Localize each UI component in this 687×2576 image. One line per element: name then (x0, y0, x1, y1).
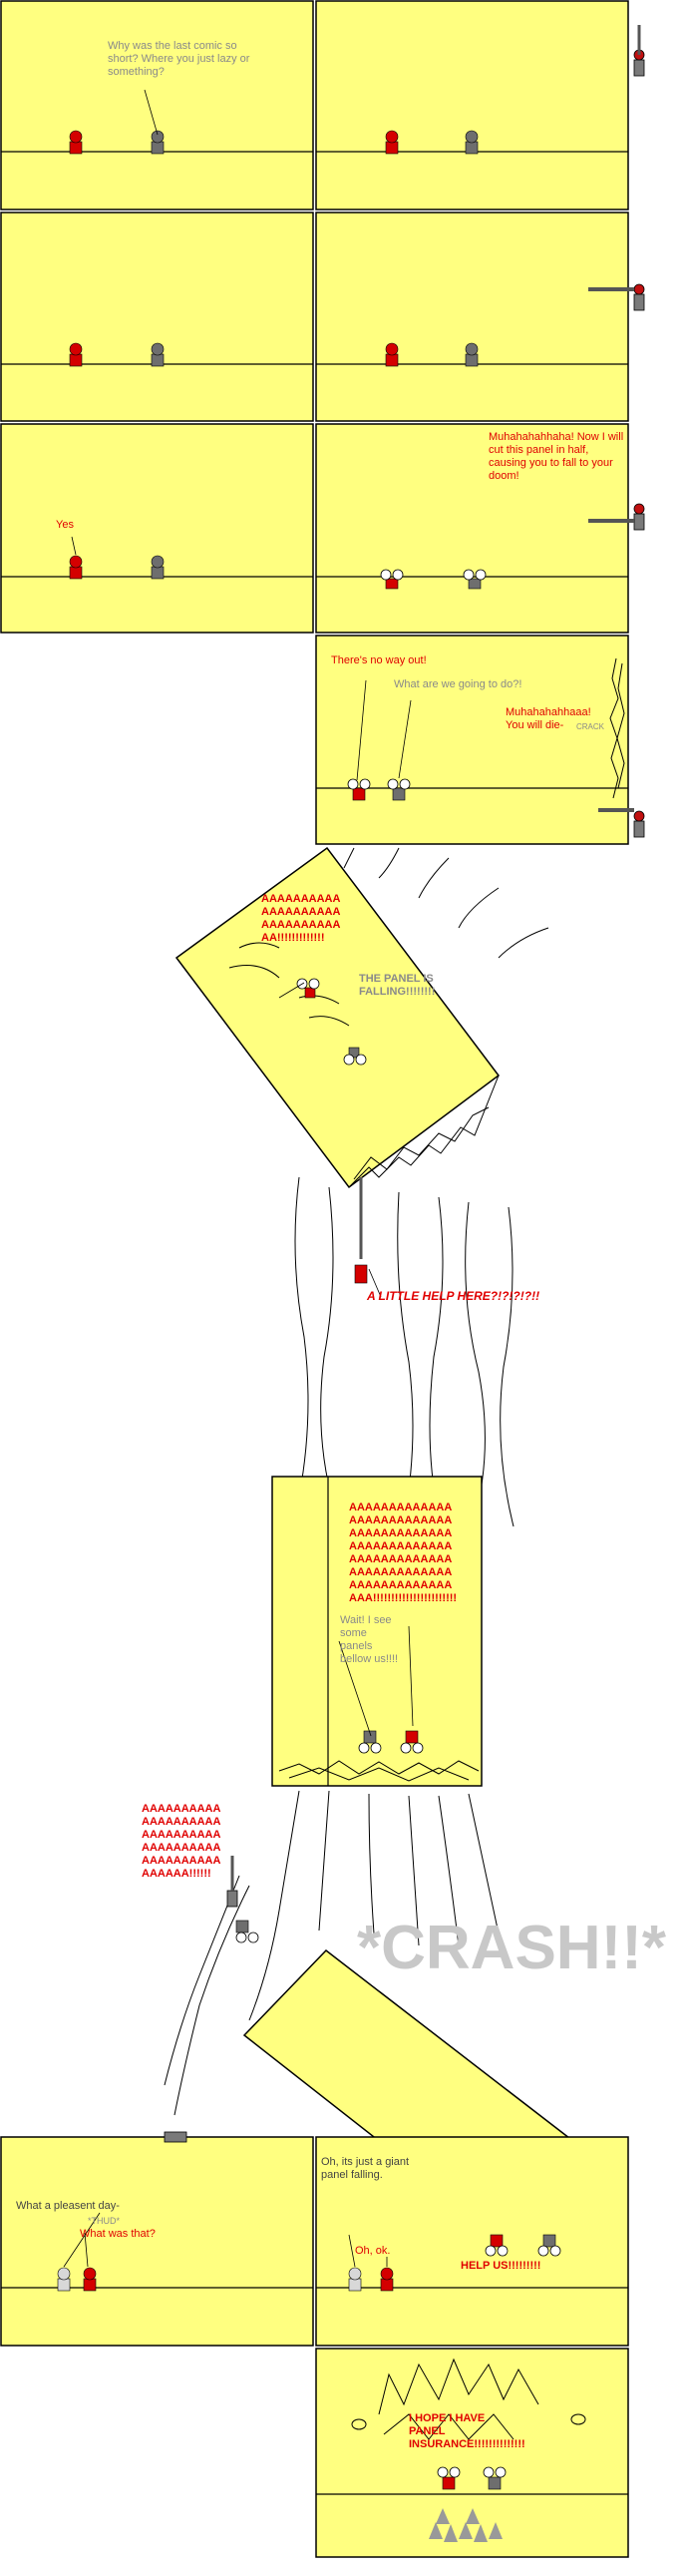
googly-eyes (235, 569, 561, 2478)
sidekick-figure (151, 130, 556, 2490)
panel-12 (0, 2136, 314, 2347)
panel-1 (0, 0, 314, 211)
panel-14 (315, 2348, 629, 2558)
panel-3 (0, 212, 314, 422)
panel-6 (315, 423, 629, 634)
panel-2 (315, 0, 629, 211)
hero-figure (69, 130, 504, 2490)
observer-figure (57, 2267, 362, 2292)
panel-4 (315, 212, 629, 422)
speech-pointers (63, 89, 414, 2268)
panel-13 (315, 2136, 629, 2347)
villain-figure (164, 25, 645, 2143)
panel-5 (0, 423, 314, 634)
panel-7 (315, 635, 629, 845)
panel-8-falling (174, 846, 549, 1189)
panel-10 (271, 1476, 483, 1787)
fall-streaks (294, 1176, 515, 1527)
fall-streaks-2 (164, 1790, 500, 2116)
